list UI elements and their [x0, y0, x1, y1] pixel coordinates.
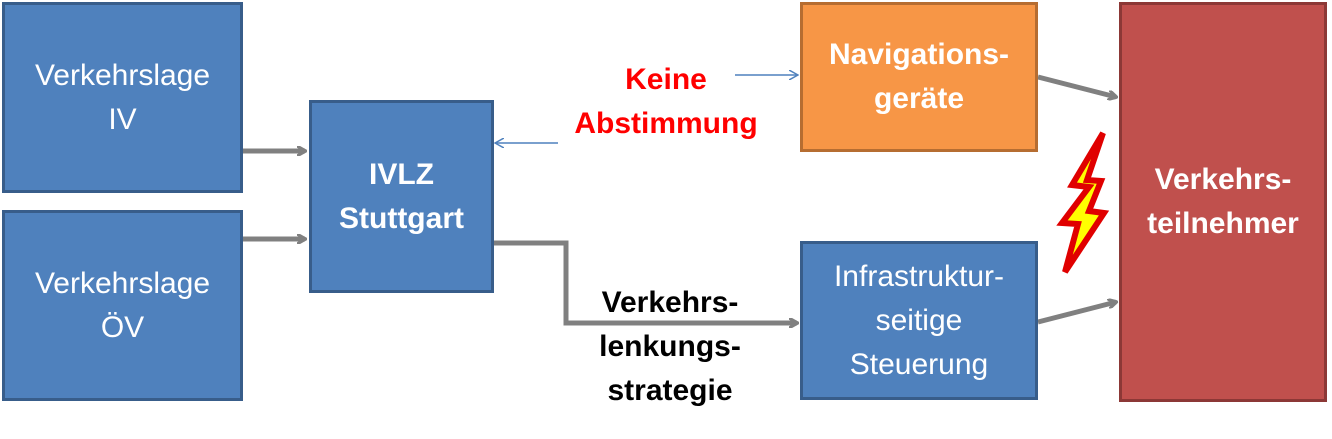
label-verkehrslenkungsstrategie: Verkehrs- lenkungs- strategie [599, 286, 741, 407]
node-ivlz-stuttgart: IVLZ Stuttgart [309, 100, 494, 293]
arrow-navigation-to-teilnehmer [1037, 74, 1116, 97]
node-infrastruktur-steuerung-label: Infrastruktur- seitige Steuerung [833, 259, 1005, 381]
node-infrastruktur-steuerung: Infrastruktur- seitige Steuerung [800, 241, 1038, 400]
node-ivlz-stuttgart-label: IVLZ Stuttgart [339, 157, 464, 235]
label-keine-abstimmung: Keine Abstimmung [574, 63, 758, 140]
node-verkehrslage-iv: Verkehrslage IV [2, 2, 243, 193]
node-verkehrslage-oev-label: Verkehrslage ÖV [34, 266, 211, 344]
node-verkehrsteilnehmer: Verkehrs- teilnehmer [1119, 2, 1327, 402]
node-navigationsgeraete: Navigations- geräte [800, 2, 1038, 152]
node-verkehrslage-oev: Verkehrslage ÖV [2, 210, 243, 401]
lightning-icon [1056, 131, 1110, 274]
arrow-infrastruktur-to-teilnehmer [1037, 302, 1116, 325]
arrow-ivlz-to-infrastruktur [494, 240, 797, 323]
node-verkehrsteilnehmer-label: Verkehrs- teilnehmer [1147, 163, 1299, 240]
node-verkehrslage-iv-label: Verkehrslage IV [34, 58, 211, 136]
node-navigationsgeraete-label: Navigations- geräte [828, 38, 1010, 115]
